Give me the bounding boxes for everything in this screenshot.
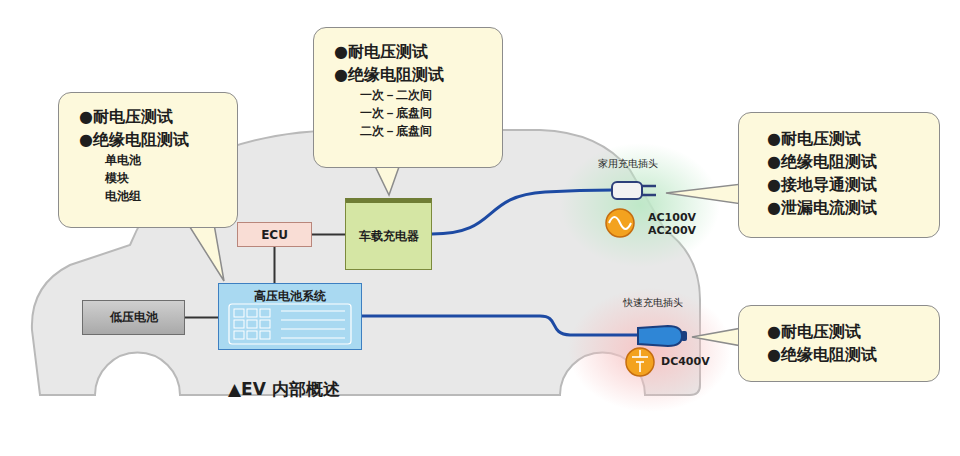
connector-line — [312, 234, 345, 236]
part-label: AC200V — [648, 224, 696, 237]
green-glow — [560, 143, 720, 267]
node-title: ●耐电压测试 — [767, 320, 925, 343]
battery-cell — [260, 320, 270, 328]
node-subitem: 单电池 — [79, 151, 223, 169]
battery-cell — [234, 331, 244, 339]
test-callout: ●耐电压测试●绝缘电阻测试一次－二次间一次－底盘间二次－底盘间 — [313, 27, 503, 168]
part-label: 家用充电插头 — [598, 157, 658, 171]
ecu-box: ECU — [237, 222, 312, 247]
part-label: AC100V — [648, 211, 696, 224]
node-subitem: 二次－底盘间 — [334, 122, 488, 140]
battery-wiring — [281, 329, 345, 330]
ac-cable — [432, 190, 614, 234]
callout-tail — [188, 224, 224, 281]
plug-prong — [642, 185, 656, 188]
battery-system-box: 高压电池系统 — [218, 283, 362, 350]
red-glow — [568, 288, 732, 412]
ac-icon — [606, 209, 634, 237]
node-title: ●耐电压测试 — [79, 105, 223, 128]
node-subitem: 一次－二次间 — [334, 86, 488, 104]
node-title: ●绝缘电阻测试 — [767, 150, 925, 173]
callout-tail — [692, 328, 742, 346]
charger-box: 车载充电器 — [345, 198, 432, 270]
battery-wiring — [281, 311, 345, 312]
battery-cell — [247, 331, 257, 339]
node-title: ●泄漏电流测试 — [767, 196, 925, 219]
dc-symbol — [639, 362, 641, 372]
node-subitem: 一次－底盘间 — [334, 104, 488, 122]
home-plug — [612, 182, 642, 199]
node-title: ●耐电压测试 — [334, 40, 488, 63]
node-title: ●接地导通测试 — [767, 173, 925, 196]
node-title: ●绝缘电阻测试 — [767, 343, 925, 366]
node-title: 高压电池系统 — [254, 288, 326, 305]
battery-cell — [234, 320, 244, 328]
test-callout: ●耐电压测试●绝缘电阻测试●接地导通测试●泄漏电流测试 — [738, 112, 940, 238]
node-title: ●耐电压测试 — [767, 127, 925, 150]
connector-line — [185, 317, 218, 319]
low-voltage-battery-box: 低压电池 — [82, 300, 185, 335]
callout-tail — [374, 164, 400, 195]
connector-line — [274, 247, 276, 283]
dc-icon — [626, 348, 654, 376]
test-callout: ●耐电压测试●绝缘电阻测试 — [738, 305, 940, 382]
battery-cell — [260, 331, 270, 339]
dc-symbol — [632, 356, 648, 358]
battery-cell — [260, 309, 270, 317]
battery-cell — [247, 320, 257, 328]
sine-wave — [609, 217, 631, 229]
part-label: 快速充电插头 — [623, 296, 683, 310]
figure-caption-label: ▲EV 内部概述 — [228, 378, 340, 401]
node-title: ECU — [261, 228, 288, 242]
part-label: DC400V — [661, 355, 710, 368]
dc-cable — [362, 316, 640, 335]
test-callout: ●耐电压测试●绝缘电阻测试单电池模块电池组 — [58, 92, 238, 228]
node-title: 车载充电器 — [359, 228, 419, 245]
fast-plug — [638, 326, 682, 346]
fast-plug-tip — [681, 331, 687, 341]
callout-tail — [666, 184, 742, 204]
dc-symbol — [639, 350, 641, 357]
node-title: ●绝缘电阻测试 — [79, 128, 223, 151]
plug-prong — [642, 194, 656, 197]
battery-cell — [247, 309, 257, 317]
battery-wiring — [281, 320, 345, 321]
node-subitem: 电池组 — [79, 187, 223, 205]
node-title: ●绝缘电阻测试 — [334, 63, 488, 86]
battery-cell — [234, 309, 244, 317]
battery-pack-outline — [229, 304, 351, 344]
node-subitem: 模块 — [79, 169, 223, 187]
node-title: 低压电池 — [110, 309, 158, 326]
battery-wiring — [281, 338, 345, 339]
